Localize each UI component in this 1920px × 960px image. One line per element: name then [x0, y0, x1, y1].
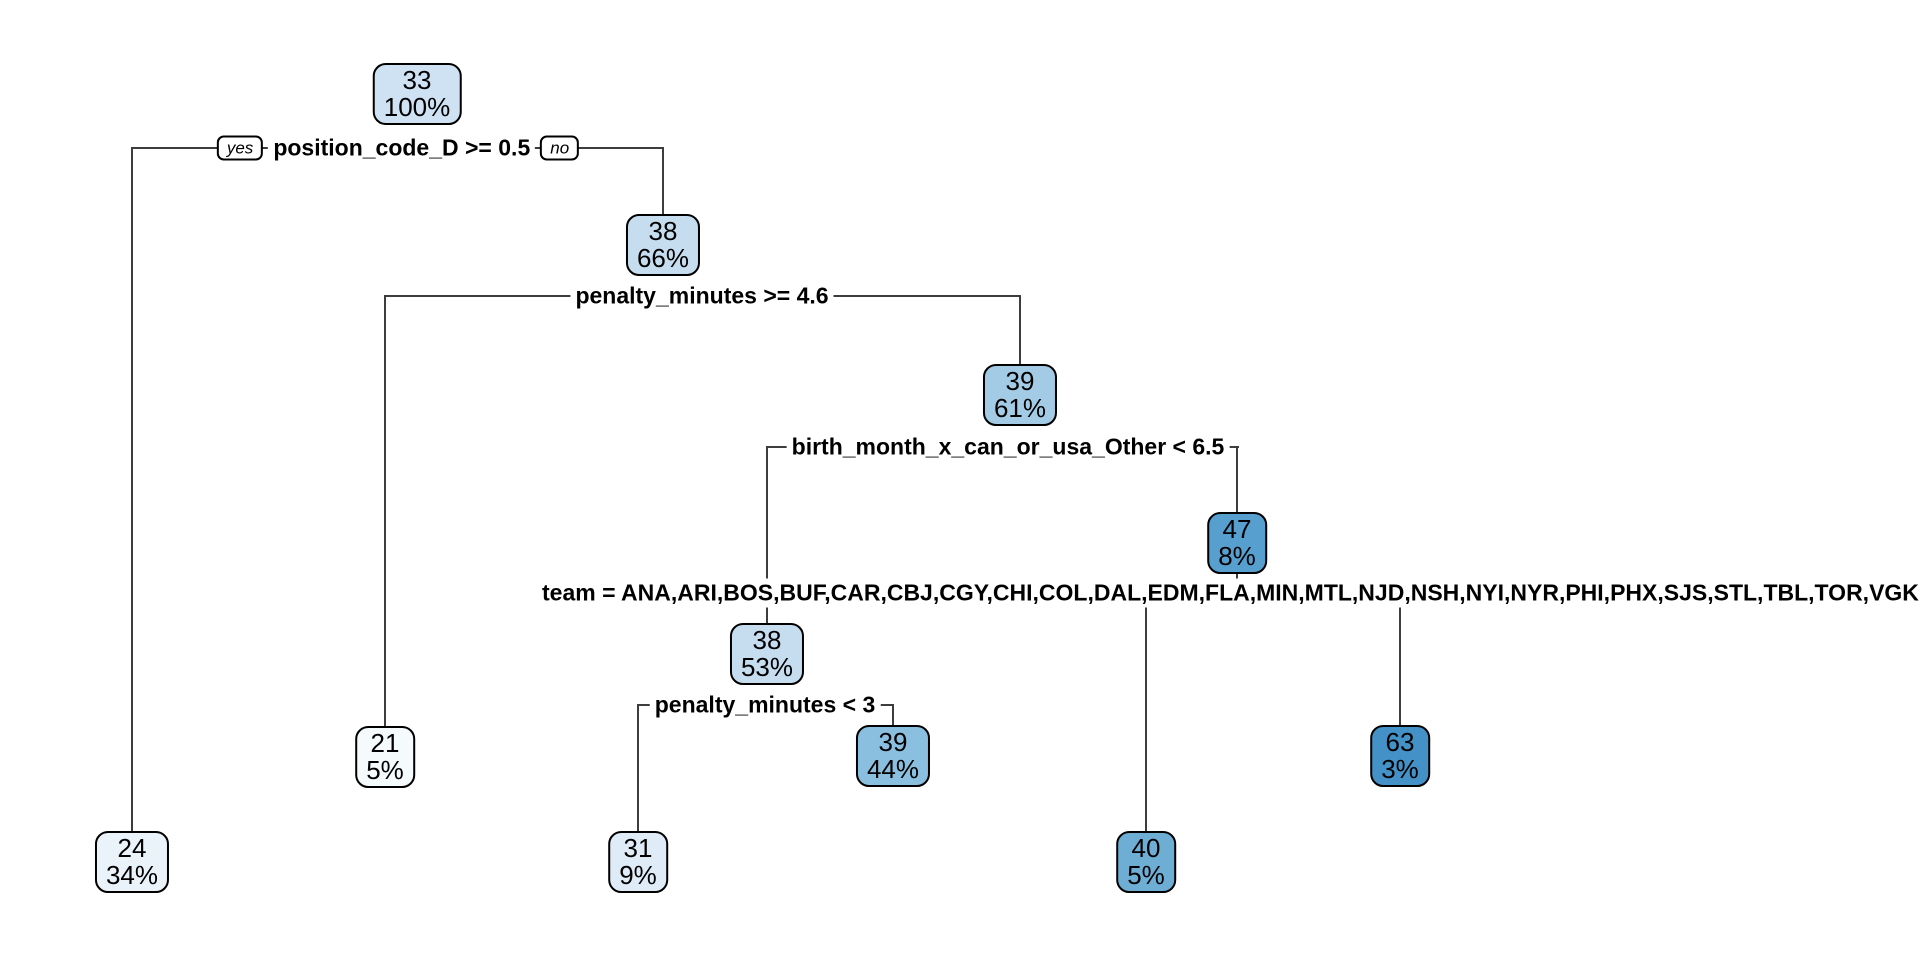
branch-line-to-node-24: [131, 147, 133, 835]
node-percent: 44%: [866, 754, 920, 784]
split-root: yes position_code_D >= 0.5 no: [216, 133, 580, 163]
tree-node-31-9: 31 9%: [608, 831, 668, 893]
tree-node-24-34: 24 34%: [94, 831, 170, 893]
split-condition-penalty-minutes-3: penalty_minutes < 3: [649, 690, 881, 720]
node-value: 31: [623, 833, 653, 863]
branch-line-to-node-21: [384, 295, 386, 731]
node-percent: 61%: [993, 393, 1047, 423]
tree-node-root: 33 100%: [372, 63, 462, 125]
branch-line-to-node-40: [1145, 592, 1147, 834]
node-percent: 5%: [1127, 860, 1165, 890]
tree-node-39-61: 39 61%: [982, 364, 1058, 426]
node-value: 38: [648, 216, 678, 246]
node-percent: 66%: [636, 243, 690, 273]
branch-line-to-node-39-61: [1019, 295, 1021, 367]
node-value: 21: [370, 728, 400, 758]
branch-line-to-node-38-53: [766, 446, 768, 627]
branch-line-to-node-63: [1399, 592, 1401, 728]
yes-badge: yes: [216, 135, 264, 161]
node-percent: 3%: [1381, 754, 1419, 784]
node-value: 33: [402, 65, 432, 95]
node-percent: 9%: [619, 860, 657, 890]
branch-line-to-node-38-66: [662, 147, 664, 217]
node-value: 47: [1222, 514, 1252, 544]
tree-node-40-5: 40 5%: [1116, 831, 1176, 893]
node-value: 24: [117, 833, 147, 863]
branch-line-to-node-39-44: [892, 704, 894, 729]
node-value: 40: [1131, 833, 1161, 863]
branch-line-to-node-47: [1236, 446, 1238, 516]
tree-node-39-44: 39 44%: [855, 725, 931, 787]
node-percent: 34%: [105, 860, 159, 890]
split-condition-birth-month: birth_month_x_can_or_usa_Other < 6.5: [786, 432, 1230, 462]
node-percent: 53%: [740, 652, 794, 682]
node-value: 38: [752, 625, 782, 655]
node-percent: 8%: [1218, 541, 1256, 571]
tree-node-38-66: 38 66%: [625, 214, 701, 276]
node-value: 63: [1385, 727, 1415, 757]
node-percent: 5%: [366, 755, 404, 785]
tree-node-21-5: 21 5%: [355, 726, 415, 788]
branch-line-to-node-31: [637, 704, 639, 834]
node-value: 39: [878, 727, 908, 757]
tree-node-63-3: 63 3%: [1370, 725, 1430, 787]
tree-node-47-8: 47 8%: [1207, 512, 1267, 574]
split-condition-penalty-minutes-46: penalty_minutes >= 4.6: [570, 281, 834, 311]
split-condition-position-code: position_code_D >= 0.5: [268, 133, 536, 163]
node-value: 39: [1005, 366, 1035, 396]
tree-node-38-53: 38 53%: [729, 623, 805, 685]
node-percent: 100%: [383, 92, 451, 122]
no-badge: no: [540, 135, 580, 161]
split-condition-team: team = ANA,ARI,BOS,BUF,CAR,CBJ,CGY,CHI,C…: [537, 578, 1920, 608]
